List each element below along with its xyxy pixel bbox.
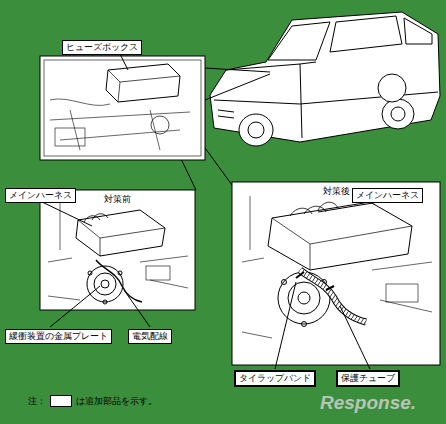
label-text: メインハーネス xyxy=(9,190,72,200)
part-label: メインハーネス xyxy=(352,188,423,203)
label-text: 保護チューブ xyxy=(341,373,395,383)
note-label: 注： xyxy=(28,396,46,407)
part-label: メインハーネス xyxy=(5,188,76,203)
vehicle xyxy=(210,12,440,146)
label-text: タイラップバンド xyxy=(239,373,311,383)
label-text: 緩衝装置の金属プレート xyxy=(9,331,108,341)
view-panel: 対策後 xyxy=(232,182,440,365)
label-text: ヒューズボックス xyxy=(66,42,138,52)
engine-bay-overview xyxy=(40,54,205,160)
legend-row: は追加部品を示す。 xyxy=(50,395,157,407)
label-text: メインハーネス xyxy=(356,190,419,200)
before-view xyxy=(40,190,195,310)
added-part-label: 保護チューブ xyxy=(336,370,400,387)
part-label: ヒューズボックス xyxy=(62,40,142,55)
legend-text: は追加部品を示す。 xyxy=(76,396,157,407)
view-panel: 対策前 xyxy=(40,190,195,310)
part-label: 電気配線 xyxy=(128,329,172,344)
after-view xyxy=(232,182,440,365)
legend-swatch xyxy=(50,395,72,407)
label-text: 対策前 xyxy=(102,194,133,205)
label-text: 対策後 xyxy=(321,186,352,197)
added-part-label: タイラップバンド xyxy=(234,370,316,387)
label-text: 電気配線 xyxy=(132,331,168,341)
part-label: 緩衝装置の金属プレート xyxy=(5,329,112,344)
watermark: Response. xyxy=(320,392,416,414)
